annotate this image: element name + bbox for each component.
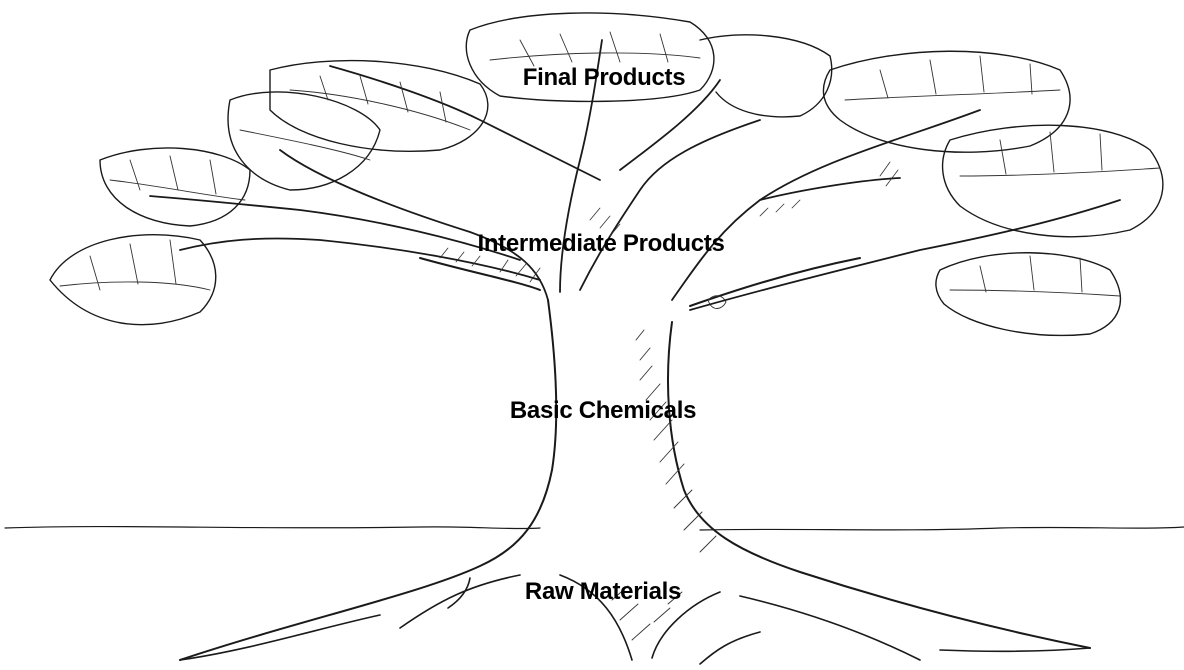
label-intermediate-products: Intermediate Products <box>477 232 724 256</box>
label-basic-chemicals: Basic Chemicals <box>510 399 696 423</box>
label-raw-materials: Raw Materials <box>525 580 681 604</box>
leaves <box>50 13 1163 335</box>
ground-line <box>5 527 1184 530</box>
label-final-products: Final Products <box>523 66 686 90</box>
